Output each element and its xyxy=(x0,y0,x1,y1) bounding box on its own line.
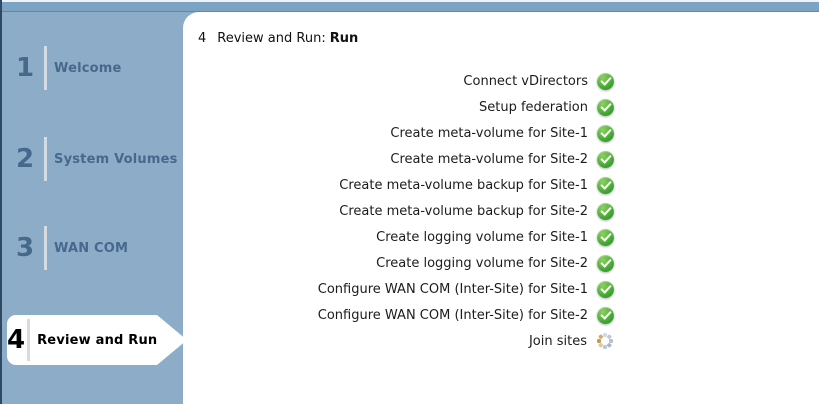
header-substep: Run xyxy=(329,31,359,46)
step-label: WAN COM xyxy=(54,240,129,256)
task-label: Create meta-volume for Site-2 xyxy=(390,151,588,167)
step-number: 4 xyxy=(7,325,26,355)
task-check-circle-icon xyxy=(597,176,614,194)
task-row: Configure WAN COM (Inter-Site) for Site-… xyxy=(198,302,614,328)
task-row: Connect vDirectors xyxy=(198,68,614,94)
wizard-body: 1 Welcome 2 System Volumes 3 WAN COM 4 R… xyxy=(2,12,819,404)
task-row: Setup federation xyxy=(198,94,614,120)
step-number: 1 xyxy=(15,53,35,83)
task-running-spinner-icon xyxy=(596,332,614,350)
task-row: Create logging volume for Site-1 xyxy=(198,224,614,250)
step-divider xyxy=(44,137,47,181)
task-label: Create meta-volume backup for Site-1 xyxy=(339,177,588,193)
step-divider xyxy=(44,226,47,270)
task-check-circle-icon xyxy=(597,306,614,324)
task-label: Setup federation xyxy=(478,99,588,115)
task-list: Connect vDirectors Setup federation Crea… xyxy=(198,68,614,354)
step-divider xyxy=(44,46,47,90)
step-divider xyxy=(27,319,31,361)
task-label: Connect vDirectors xyxy=(463,73,588,89)
task-label: Configure WAN COM (Inter-Site) for Site-… xyxy=(317,281,588,297)
wizard-step-sidebar: 1 Welcome 2 System Volumes 3 WAN COM 4 R… xyxy=(2,12,187,404)
header-step-number: 4 xyxy=(198,31,207,46)
task-label: Create meta-volume backup for Site-2 xyxy=(339,203,588,219)
sidebar-step-wan-com[interactable]: 3 WAN COM xyxy=(8,224,178,272)
step-label: Review and Run xyxy=(37,332,158,348)
step-label: System Volumes xyxy=(54,151,178,167)
task-check-circle-icon xyxy=(597,124,614,142)
task-check-circle-icon xyxy=(597,202,614,220)
step-number: 2 xyxy=(15,144,35,174)
task-label: Create logging volume for Site-1 xyxy=(376,229,588,245)
task-row: Create meta-volume for Site-2 xyxy=(198,146,614,172)
task-check-circle-icon xyxy=(597,98,614,116)
step-label: Welcome xyxy=(54,60,122,76)
task-label: Create meta-volume for Site-1 xyxy=(390,125,588,141)
task-row: Create meta-volume backup for Site-1 xyxy=(198,172,614,198)
task-label: Join sites xyxy=(528,333,587,349)
step-header: 4 Review and Run:Run xyxy=(198,31,819,46)
sidebar-step-system-volumes[interactable]: 2 System Volumes xyxy=(8,135,178,183)
task-row: Configure WAN COM (Inter-Site) for Site-… xyxy=(198,276,614,302)
task-row: Create meta-volume for Site-1 xyxy=(198,120,614,146)
task-row: Join sites xyxy=(198,328,614,354)
task-row: Create meta-volume backup for Site-2 xyxy=(198,198,614,224)
sidebar-step-welcome[interactable]: 1 Welcome xyxy=(8,44,178,92)
task-label: Configure WAN COM (Inter-Site) for Site-… xyxy=(317,307,588,323)
step-number: 3 xyxy=(15,233,35,263)
task-label: Create logging volume for Site-2 xyxy=(376,255,588,271)
task-check-circle-icon xyxy=(597,228,614,246)
task-check-circle-icon xyxy=(597,150,614,168)
step-content-panel: 4 Review and Run:Run Connect vDirectors S… xyxy=(183,12,819,404)
task-row: Create logging volume for Site-2 xyxy=(198,250,614,276)
task-check-circle-icon xyxy=(597,254,614,272)
header-title: Review and Run: xyxy=(217,31,326,46)
task-check-circle-icon xyxy=(597,72,614,90)
top-bar xyxy=(2,0,819,12)
sidebar-step-review-and-run-active[interactable]: 4 Review and Run xyxy=(7,315,187,365)
task-check-circle-icon xyxy=(597,280,614,298)
